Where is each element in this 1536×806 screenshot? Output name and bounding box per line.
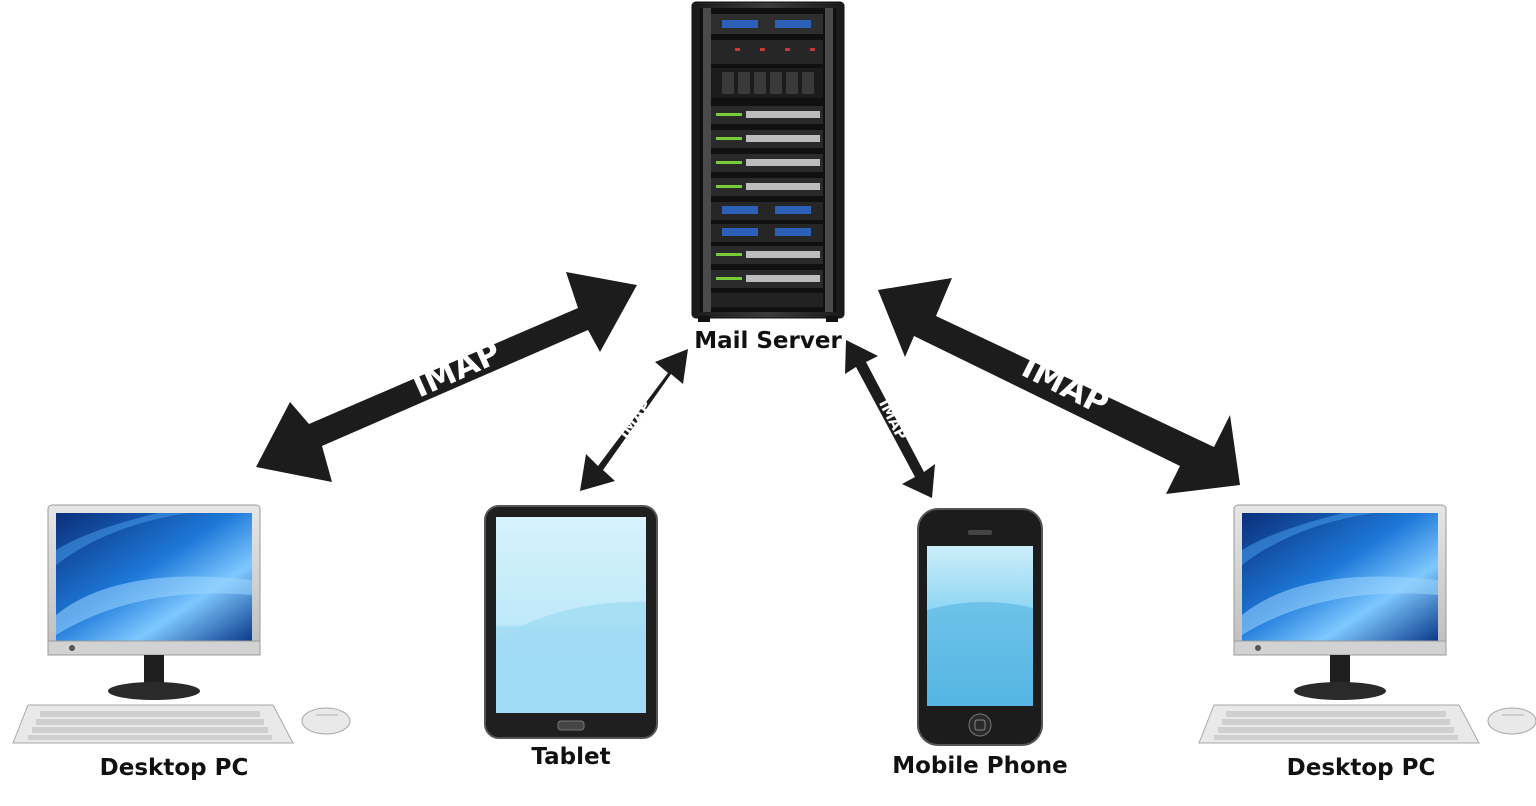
arrow-label: IMAP (1016, 347, 1115, 423)
mobile-phone: Mobile Phone (892, 508, 1068, 779)
imap-connection-tablet: IMAP (580, 349, 688, 491)
double-arrow-icon (845, 340, 935, 498)
tablet: Tablet (484, 505, 658, 770)
double-arrow-icon (580, 349, 688, 491)
imap-connection-left-pc: IMAP (256, 272, 637, 482)
desktop-pc-right: Desktop PC (1198, 504, 1536, 781)
switch-units (711, 106, 823, 288)
arrow-label: IMAP (615, 397, 655, 442)
server-rack-icon (691, 1, 845, 322)
desktop-computer-icon (12, 504, 351, 744)
double-arrow-icon (256, 272, 637, 482)
desktop-pc-left: Desktop PC (12, 504, 351, 781)
arrow-label: IMAP (407, 333, 506, 405)
arrow-label: IMAP (875, 396, 911, 443)
mobile-phone-icon (917, 508, 1043, 746)
imap-connection-phone: IMAP (845, 340, 935, 498)
desktop-computer-icon (1198, 504, 1536, 744)
node-label: Desktop PC (100, 755, 249, 781)
node-label: Desktop PC (1287, 755, 1436, 781)
mail-server: Mail Server (691, 1, 845, 354)
node-label: Tablet (531, 744, 610, 770)
double-arrow-icon (878, 278, 1240, 494)
tablet-icon (484, 505, 658, 739)
node-label: Mobile Phone (892, 753, 1068, 779)
imap-connection-right-pc: IMAP (878, 278, 1240, 494)
node-label: Mail Server (694, 328, 842, 354)
